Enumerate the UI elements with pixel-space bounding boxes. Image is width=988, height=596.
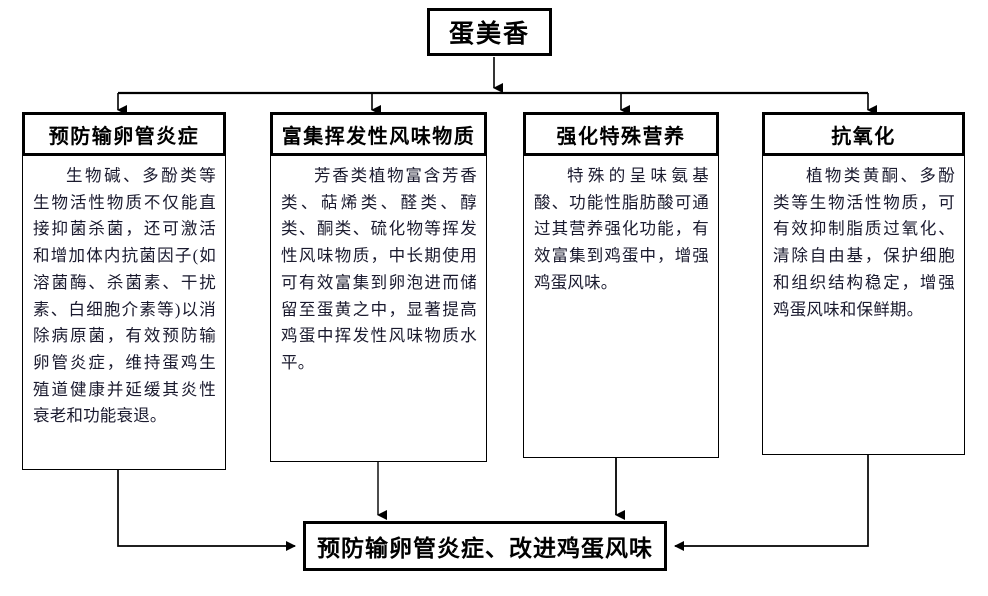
- result-node-label: 预防输卵管炎症、改进鸡蛋风味: [317, 536, 653, 561]
- arrow-column-4-to-result: [674, 455, 869, 551]
- column-body-2-text: 芳香类植物富含芳香类、萜烯类、醛类、醇类、酮类、硫化物等挥发性风味物质，中长期使…: [281, 166, 477, 373]
- column-body-1: 生物碱、多酚类等生物活性物质不仅能直接抑菌杀菌，还可激活和增加体内抗菌因子(如溶…: [22, 156, 226, 470]
- column-header-1[interactable]: 预防输卵管炎症: [22, 112, 226, 156]
- column-body-4-text: 植物类黄酮、多酚类等生物活性物质，可有效抑制脂质过氧化、清除自由基，保护细胞和组…: [773, 166, 955, 319]
- column-body-3: 特殊的呈味氨基酸、功能性脂肪酸可通过其营养强化功能，有效富集到鸡蛋中，增强鸡蛋风…: [523, 156, 719, 458]
- column-header-1-label: 预防输卵管炎症: [48, 125, 200, 148]
- column-header-4[interactable]: 抗氧化: [762, 112, 965, 156]
- root-node[interactable]: 蛋美香: [427, 8, 552, 56]
- column-body-4: 植物类黄酮、多酚类等生物活性物质，可有效抑制脂质过氧化、清除自由基，保护细胞和组…: [762, 156, 965, 455]
- column-body-1-text: 生物碱、多酚类等生物活性物质不仅能直接抑菌杀菌，还可激活和增加体内抗菌因子(如溶…: [33, 166, 216, 426]
- column-body-3-text: 特殊的呈味氨基酸、功能性脂肪酸可通过其营养强化功能，有效富集到鸡蛋中，增强鸡蛋风…: [534, 166, 709, 292]
- root-node-label: 蛋美香: [448, 21, 530, 48]
- column-header-4-label: 抗氧化: [831, 125, 896, 148]
- result-node[interactable]: 预防输卵管炎症、改进鸡蛋风味: [303, 521, 667, 571]
- column-header-3[interactable]: 强化特殊营养: [523, 112, 719, 156]
- arrow-column-1-to-result: [117, 470, 296, 551]
- column-header-2-label: 富集挥发性风味物质: [281, 125, 476, 148]
- column-header-3-label: 强化特殊营养: [556, 125, 686, 148]
- column-body-2: 芳香类植物富含芳香类、萜烯类、醛类、醇类、酮类、硫化物等挥发性风味物质，中长期使…: [270, 156, 487, 462]
- column-header-2[interactable]: 富集挥发性风味物质: [270, 112, 487, 156]
